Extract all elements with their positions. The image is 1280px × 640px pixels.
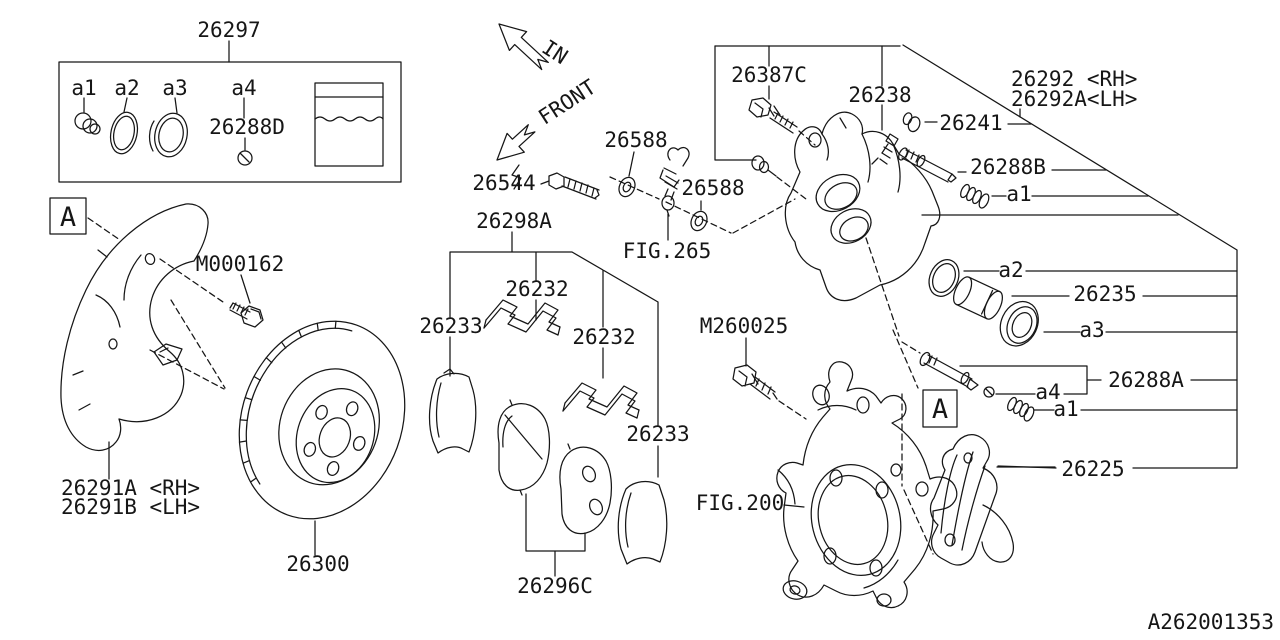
view-marker-box-top-drawing [49, 197, 121, 241]
support-bracket-drawing [929, 434, 1056, 566]
callout-a3: a3 [1079, 318, 1104, 342]
arrow-in-label: IN [538, 35, 572, 69]
caliper-group-lines [714, 44, 1238, 469]
callout-a2: a2 [998, 258, 1023, 282]
shim-number-1: 26233 [419, 314, 482, 338]
caliper-body-drawing [784, 111, 941, 302]
rotor-number: 26300 [286, 552, 349, 576]
kit-callout-a2: a2 [114, 76, 139, 100]
pad-clip-kit-number: 26298A [476, 209, 552, 233]
splash-shield-lh: 26291B <LH> [61, 495, 200, 519]
knuckle-drawing [776, 361, 958, 609]
support-bracket-number: 26225 [1061, 457, 1124, 481]
clip-number-1: 26232 [505, 277, 568, 301]
labels-layer: 26297 a1 a2 a3 a4 26288D A M000162 26291… [60, 18, 1274, 634]
pad-set-number: 26296C [517, 574, 593, 598]
pin-boot-kit-number: 26288A [1108, 368, 1184, 392]
gasket-number-1: 26588 [604, 128, 667, 152]
splash-shield-rh: 26291A <RH> [61, 476, 200, 500]
bleeder-number: 26238 [848, 83, 911, 107]
caliper-rh: 26292 <RH> [1011, 67, 1137, 91]
guide-pin-drawing [865, 237, 1035, 422]
rotor-drawing [238, 320, 406, 556]
hose-figure-ref: FIG.265 [623, 239, 712, 263]
callout-a1-lower: a1 [1053, 397, 1078, 421]
direction-arrows-drawing [496, 23, 549, 161]
shield-bolt-number: M000162 [196, 252, 285, 276]
pad-kit-drawing [428, 231, 668, 577]
hose-fitting-drawing [511, 146, 796, 241]
bleeder-cap-number: 26241 [939, 111, 1002, 135]
lock-pin-number: 26288B [970, 155, 1046, 179]
splash-shield-drawing [60, 203, 227, 480]
view-marker-box-mid-drawing [892, 329, 958, 555]
piston-group-drawing [928, 259, 1039, 347]
view-marker-a-mid: A [932, 394, 948, 425]
pad-clip-1-drawing [483, 299, 561, 336]
lock-pin-drawing [898, 147, 990, 209]
kit-callout-a3: a3 [162, 76, 187, 100]
kit-callout-a1: a1 [71, 76, 96, 100]
caliper-bolt-drawing [748, 97, 816, 200]
knuckle-bolt-drawing [732, 337, 807, 420]
knuckle-bolt-number: M260025 [700, 314, 789, 338]
diagram-code: A262001353 [1148, 610, 1274, 634]
kit-sub-part-number: 26288D [209, 115, 285, 139]
callout-a4: a4 [1035, 380, 1060, 404]
pad-clip-2-drawing [562, 382, 640, 419]
arrow-front-label: FRONT [534, 75, 600, 130]
shield-bolt-drawing [229, 274, 264, 328]
kit-callout-a4: a4 [231, 76, 256, 100]
clip-number-2: 26232 [572, 325, 635, 349]
gasket-number-2: 26588 [681, 176, 744, 200]
piston-number: 26235 [1073, 282, 1136, 306]
caliper-bolt-number: 26387C [731, 63, 807, 87]
knuckle-figure-ref: FIG.200 [696, 491, 785, 515]
callout-a1-upper: a1 [1006, 182, 1031, 206]
kit-part-number: 26297 [197, 18, 260, 42]
caliper-lh: 26292A<LH> [1011, 87, 1137, 111]
union-bolt-number: 26544 [472, 171, 535, 195]
bleeder-drawing [871, 112, 921, 165]
view-marker-a-top: A [60, 202, 76, 233]
shim-number-2: 26233 [626, 422, 689, 446]
seal-kit-box-drawing [58, 40, 402, 183]
